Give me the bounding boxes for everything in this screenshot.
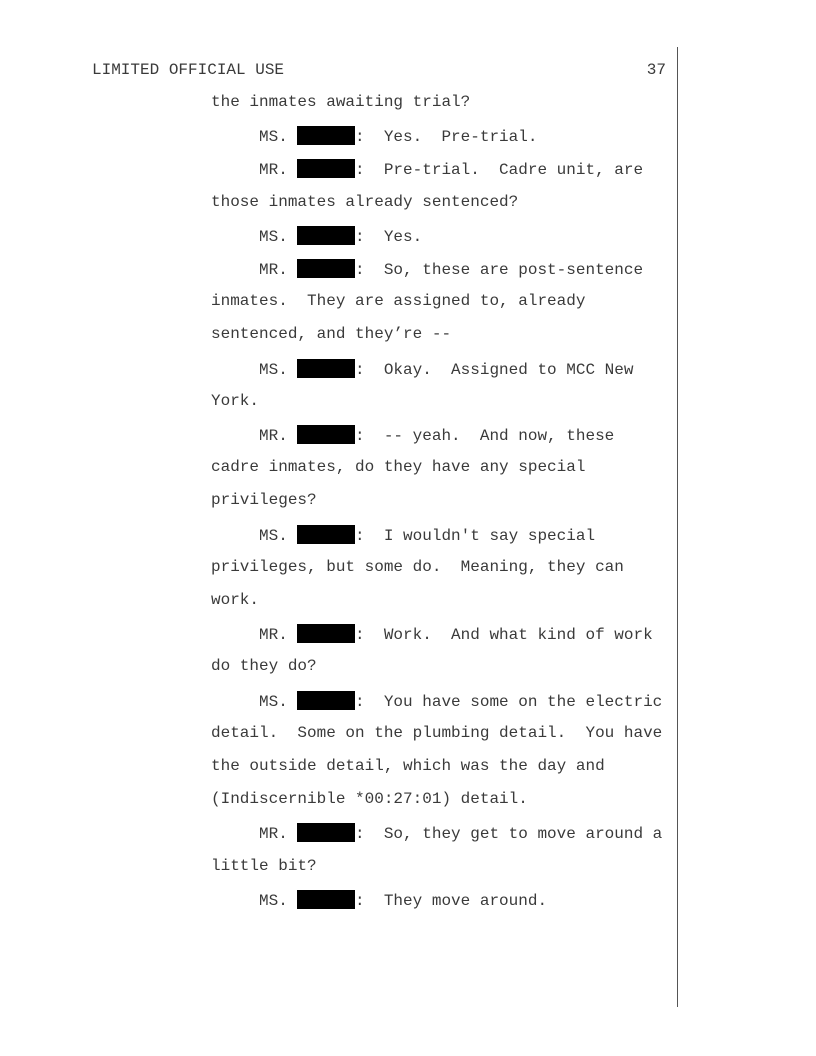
speaker-line: MS. : You have some on the electric: [259, 690, 663, 711]
transcript-line: 13privileges?: [0, 491, 700, 511]
speaker-line: MS. : Yes.: [259, 225, 423, 246]
transcript-line: 3MR. : Pre-trial. Cadre unit, are: [0, 159, 700, 179]
speaker-title: MS.: [259, 360, 288, 379]
line-text: They move around.: [383, 891, 548, 910]
transcript-line: 20detail. Some on the plumbing detail. Y…: [0, 724, 700, 744]
transcript-line: 16work.: [0, 591, 700, 611]
redaction-box: [297, 259, 356, 278]
page-number: 37: [646, 61, 666, 79]
line-text: do they do?: [211, 657, 317, 676]
transcript-line: 12cadre inmates, do they have any specia…: [0, 458, 700, 478]
line-text: Yes.: [383, 227, 423, 246]
transcript-line: 21the outside detail, which was the day …: [0, 757, 700, 777]
transcript-line: 5MS. : Yes.: [0, 225, 700, 246]
speaker-title: MS.: [259, 526, 288, 545]
line-text: inmates. They are assigned to, already: [211, 292, 586, 311]
transcript-line: 4those inmates already sentenced?: [0, 193, 700, 213]
redaction-box: [297, 425, 356, 444]
line-text: Yes. Pre-trial.: [383, 128, 538, 147]
transcript-line: 11MR. : -- yeah. And now, these: [0, 425, 700, 445]
redaction-box: [297, 225, 356, 245]
speaker-line: MS. : Okay. Assigned to MCC New: [259, 358, 634, 379]
line-text: So, these are post-sentence: [383, 261, 644, 279]
line-text: detail. Some on the plumbing detail. You…: [211, 723, 663, 742]
redaction-box: [297, 524, 356, 544]
transcript-line: 18do they do?: [0, 657, 700, 677]
transcript-line: 25MS. : They move around.: [0, 889, 700, 910]
line-text: those inmates already sentenced?: [211, 192, 519, 211]
line-text: privileges, but some do. Meaning, they c…: [211, 557, 624, 576]
speaker-title: MS.: [259, 227, 288, 246]
speaker-title: MR.: [259, 825, 288, 844]
line-text: sentenced, and they’re --: [211, 325, 452, 344]
transcript-line: 6MR. : So, these are post-sentence: [0, 259, 700, 279]
redaction-box: [297, 889, 356, 909]
speaker-line: MR. : So, they get to move around a: [259, 823, 663, 844]
transcript-line: 22(Indiscernible *00:27:01) detail.: [0, 790, 700, 810]
transcript-line: 24little bit?: [0, 857, 700, 877]
redaction-box: [297, 159, 356, 179]
line-text: Pre-trial. Cadre unit, are: [383, 161, 644, 180]
transcript-line: 19MS. : You have some on the electric: [0, 690, 700, 711]
transcript-line: 2MS. : Yes. Pre-trial.: [0, 126, 700, 146]
transcript-line: 14MS. : I wouldn't say special: [0, 524, 700, 545]
speaker-line: MS. : I wouldn't say special: [259, 524, 596, 545]
transcript-line: 23MR. : So, they get to move around a: [0, 823, 700, 843]
speaker-title: MR.: [259, 626, 288, 645]
speaker-title: MR.: [259, 161, 288, 180]
margin-rule: [677, 47, 678, 1007]
speaker-line: MR. : Pre-trial. Cadre unit, are: [259, 159, 644, 180]
redaction-box: [297, 358, 356, 378]
line-text: -- yeah. And now, these: [383, 427, 615, 445]
redaction-box: [297, 126, 356, 146]
speaker-line: MS. : Yes. Pre-trial.: [259, 126, 538, 147]
line-text: cadre inmates, do they have any special: [211, 458, 586, 477]
line-text: I wouldn't say special: [383, 526, 596, 545]
speaker-title: MR.: [259, 261, 288, 279]
speaker-line: MS. : They move around.: [259, 889, 548, 910]
redaction-box: [297, 823, 356, 843]
transcript-line: 10York.: [0, 392, 700, 412]
speaker-line: MR. : So, these are post-sentence: [259, 259, 644, 279]
line-text: York.: [211, 391, 260, 410]
transcript-line: 1the inmates awaiting trial?: [0, 93, 700, 113]
speaker-title: MS.: [259, 891, 288, 910]
line-text: You have some on the electric: [383, 692, 663, 711]
line-text: privileges?: [211, 491, 317, 510]
classification-header: LIMITED OFFICIAL USE: [92, 61, 285, 79]
speaker-line: MR. : Work. And what kind of work: [259, 624, 653, 645]
transcript-line: 17MR. : Work. And what kind of work: [0, 624, 700, 644]
line-text: (Indiscernible *00:27:01) detail.: [211, 790, 528, 809]
speaker-title: MS.: [259, 128, 288, 147]
line-text: Work. And what kind of work: [383, 626, 653, 645]
transcript-line: 8sentenced, and they’re --: [0, 325, 700, 345]
line-text: little bit?: [211, 856, 317, 875]
line-text: So, they get to move around a: [383, 825, 663, 844]
line-text: work.: [211, 591, 260, 609]
line-text: Okay. Assigned to MCC New: [383, 360, 634, 379]
line-text: the inmates awaiting trial?: [211, 93, 471, 111]
speaker-title: MR.: [259, 427, 288, 445]
speaker-line: MR. : -- yeah. And now, these: [259, 425, 615, 445]
redaction-box: [297, 624, 356, 644]
transcript-line: 15privileges, but some do. Meaning, they…: [0, 558, 700, 578]
line-text: the outside detail, which was the day an…: [211, 757, 605, 775]
transcript-line: 9MS. : Okay. Assigned to MCC New: [0, 358, 700, 379]
transcript-line: 7inmates. They are assigned to, already: [0, 292, 700, 312]
redaction-box: [297, 690, 356, 710]
speaker-title: MS.: [259, 692, 288, 711]
